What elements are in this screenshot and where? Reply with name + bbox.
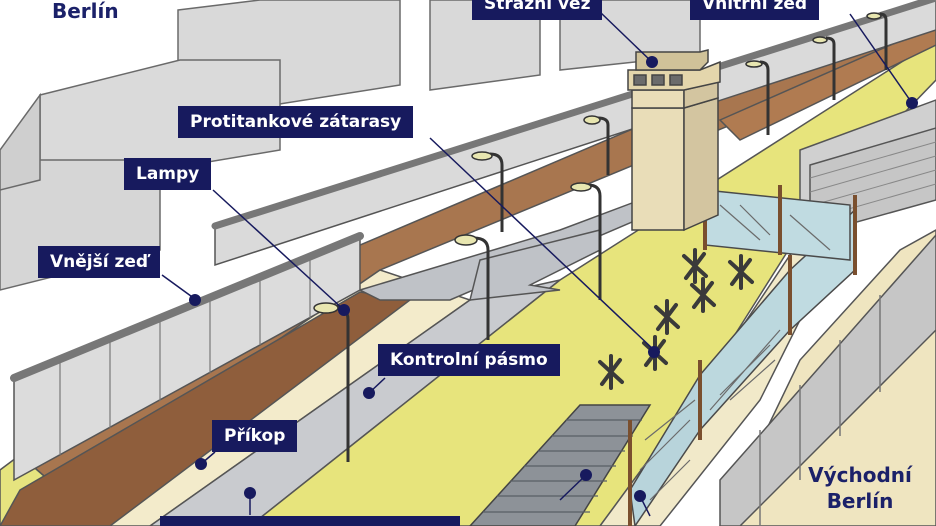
- east-concrete-fence: [719, 233, 936, 526]
- label-control-strip: Kontrolní pásmo: [378, 344, 560, 376]
- city-east-berlin: Východní Berlín: [808, 463, 912, 513]
- leader-dots: [189, 56, 918, 502]
- label-inner-wall: Vnitřní zeď: [690, 0, 820, 20]
- watchtower: [627, 49, 721, 232]
- signal-fence: [628, 180, 857, 526]
- label-watchtower: Strážní věž: [472, 0, 603, 20]
- bottom-label-strip: [160, 516, 460, 526]
- label-tank-traps: Protitankové zátarasy: [178, 106, 414, 138]
- label-ditch: Příkop: [212, 420, 298, 452]
- city-west-berlin: Berlín: [52, 0, 119, 23]
- lamp-heads: [313, 12, 882, 314]
- tank-traps: [598, 248, 754, 390]
- metal-grate: [468, 404, 652, 526]
- label-lamps: Lampy: [124, 158, 212, 190]
- label-outer-wall: Vnější zeď: [38, 246, 161, 278]
